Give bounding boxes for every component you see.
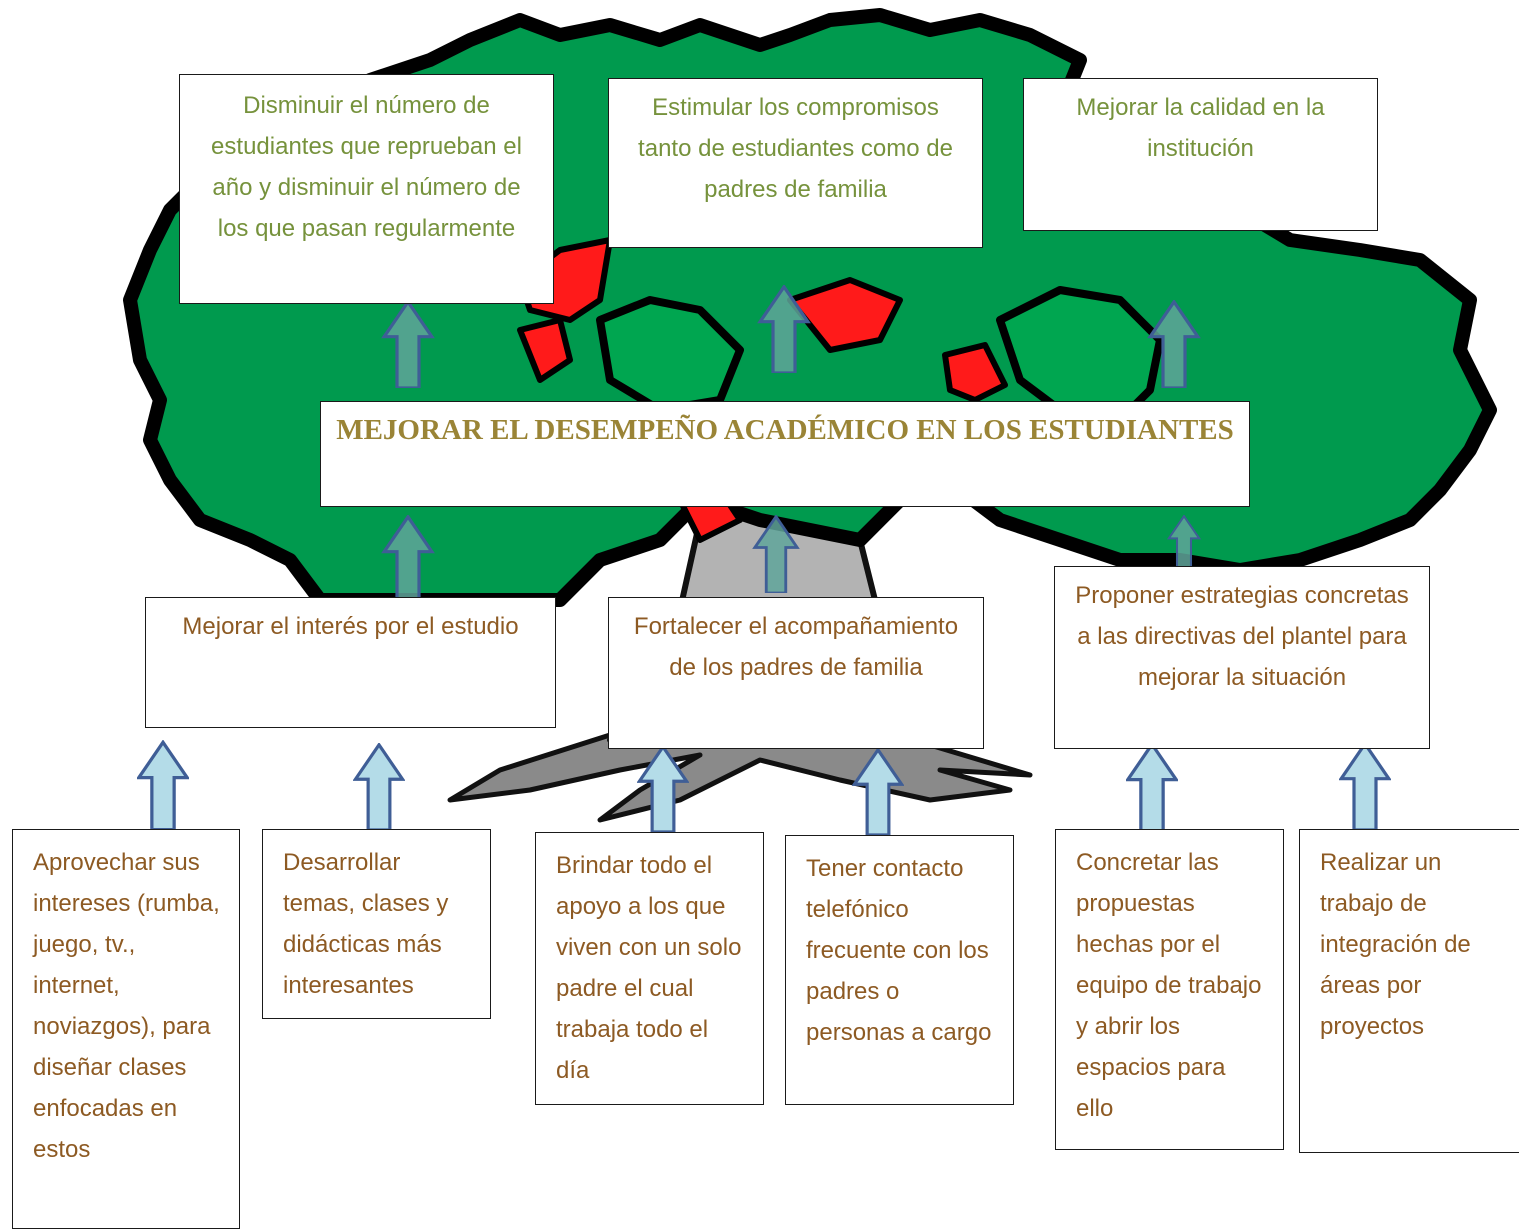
action-text-1: Aprovechar sus intereses (rumba, juego, …: [33, 849, 220, 1163]
action-text-2: Desarrollar temas, clases y didácticas m…: [283, 849, 449, 999]
mean-text-2: Fortalecer el acompañamiento de los padr…: [633, 613, 959, 681]
end-text-2: Estimular los compromisos tanto de estud…: [638, 94, 953, 203]
action-text-3: Brindar todo el apoyo a los que viven co…: [556, 852, 742, 1084]
action-box-1: Aprovechar sus intereses (rumba, juego, …: [12, 829, 240, 1229]
end-text-3: Mejorar la calidad en la institución: [1076, 94, 1325, 162]
action-text-5: Concretar las propuestas hechas por el e…: [1076, 849, 1262, 1122]
mean-box-2: Fortalecer el acompañamiento de los padr…: [608, 597, 984, 749]
end-box-1: Disminuir el número de estudiantes que r…: [179, 74, 554, 304]
action-box-3: Brindar todo el apoyo a los que viven co…: [535, 832, 764, 1105]
central-objective-text: MEJORAR EL DESEMPEÑO ACADÉMICO EN LOS ES…: [336, 414, 1234, 446]
central-objective-box: MEJORAR EL DESEMPEÑO ACADÉMICO EN LOS ES…: [320, 401, 1250, 507]
action-box-5: Concretar las propuestas hechas por el e…: [1055, 829, 1284, 1150]
end-text-1: Disminuir el número de estudiantes que r…: [211, 92, 522, 242]
mean-text-1: Mejorar el interés por el estudio: [182, 613, 519, 640]
action-box-4: Tener contacto telefónico frecuente con …: [785, 835, 1014, 1105]
mean-text-3: Proponer estrategias concretas a las dir…: [1075, 582, 1409, 691]
action-text-4: Tener contacto telefónico frecuente con …: [806, 855, 992, 1046]
end-box-2: Estimular los compromisos tanto de estud…: [608, 78, 983, 248]
end-box-3: Mejorar la calidad en la institución: [1023, 78, 1378, 231]
action-box-6: Realizar un trabajo de integración de ár…: [1299, 829, 1519, 1153]
mean-box-3: Proponer estrategias concretas a las dir…: [1054, 566, 1430, 749]
action-box-2: Desarrollar temas, clases y didácticas m…: [262, 829, 491, 1019]
mean-box-1: Mejorar el interés por el estudio: [145, 597, 556, 728]
action-text-6: Realizar un trabajo de integración de ár…: [1320, 849, 1471, 1040]
